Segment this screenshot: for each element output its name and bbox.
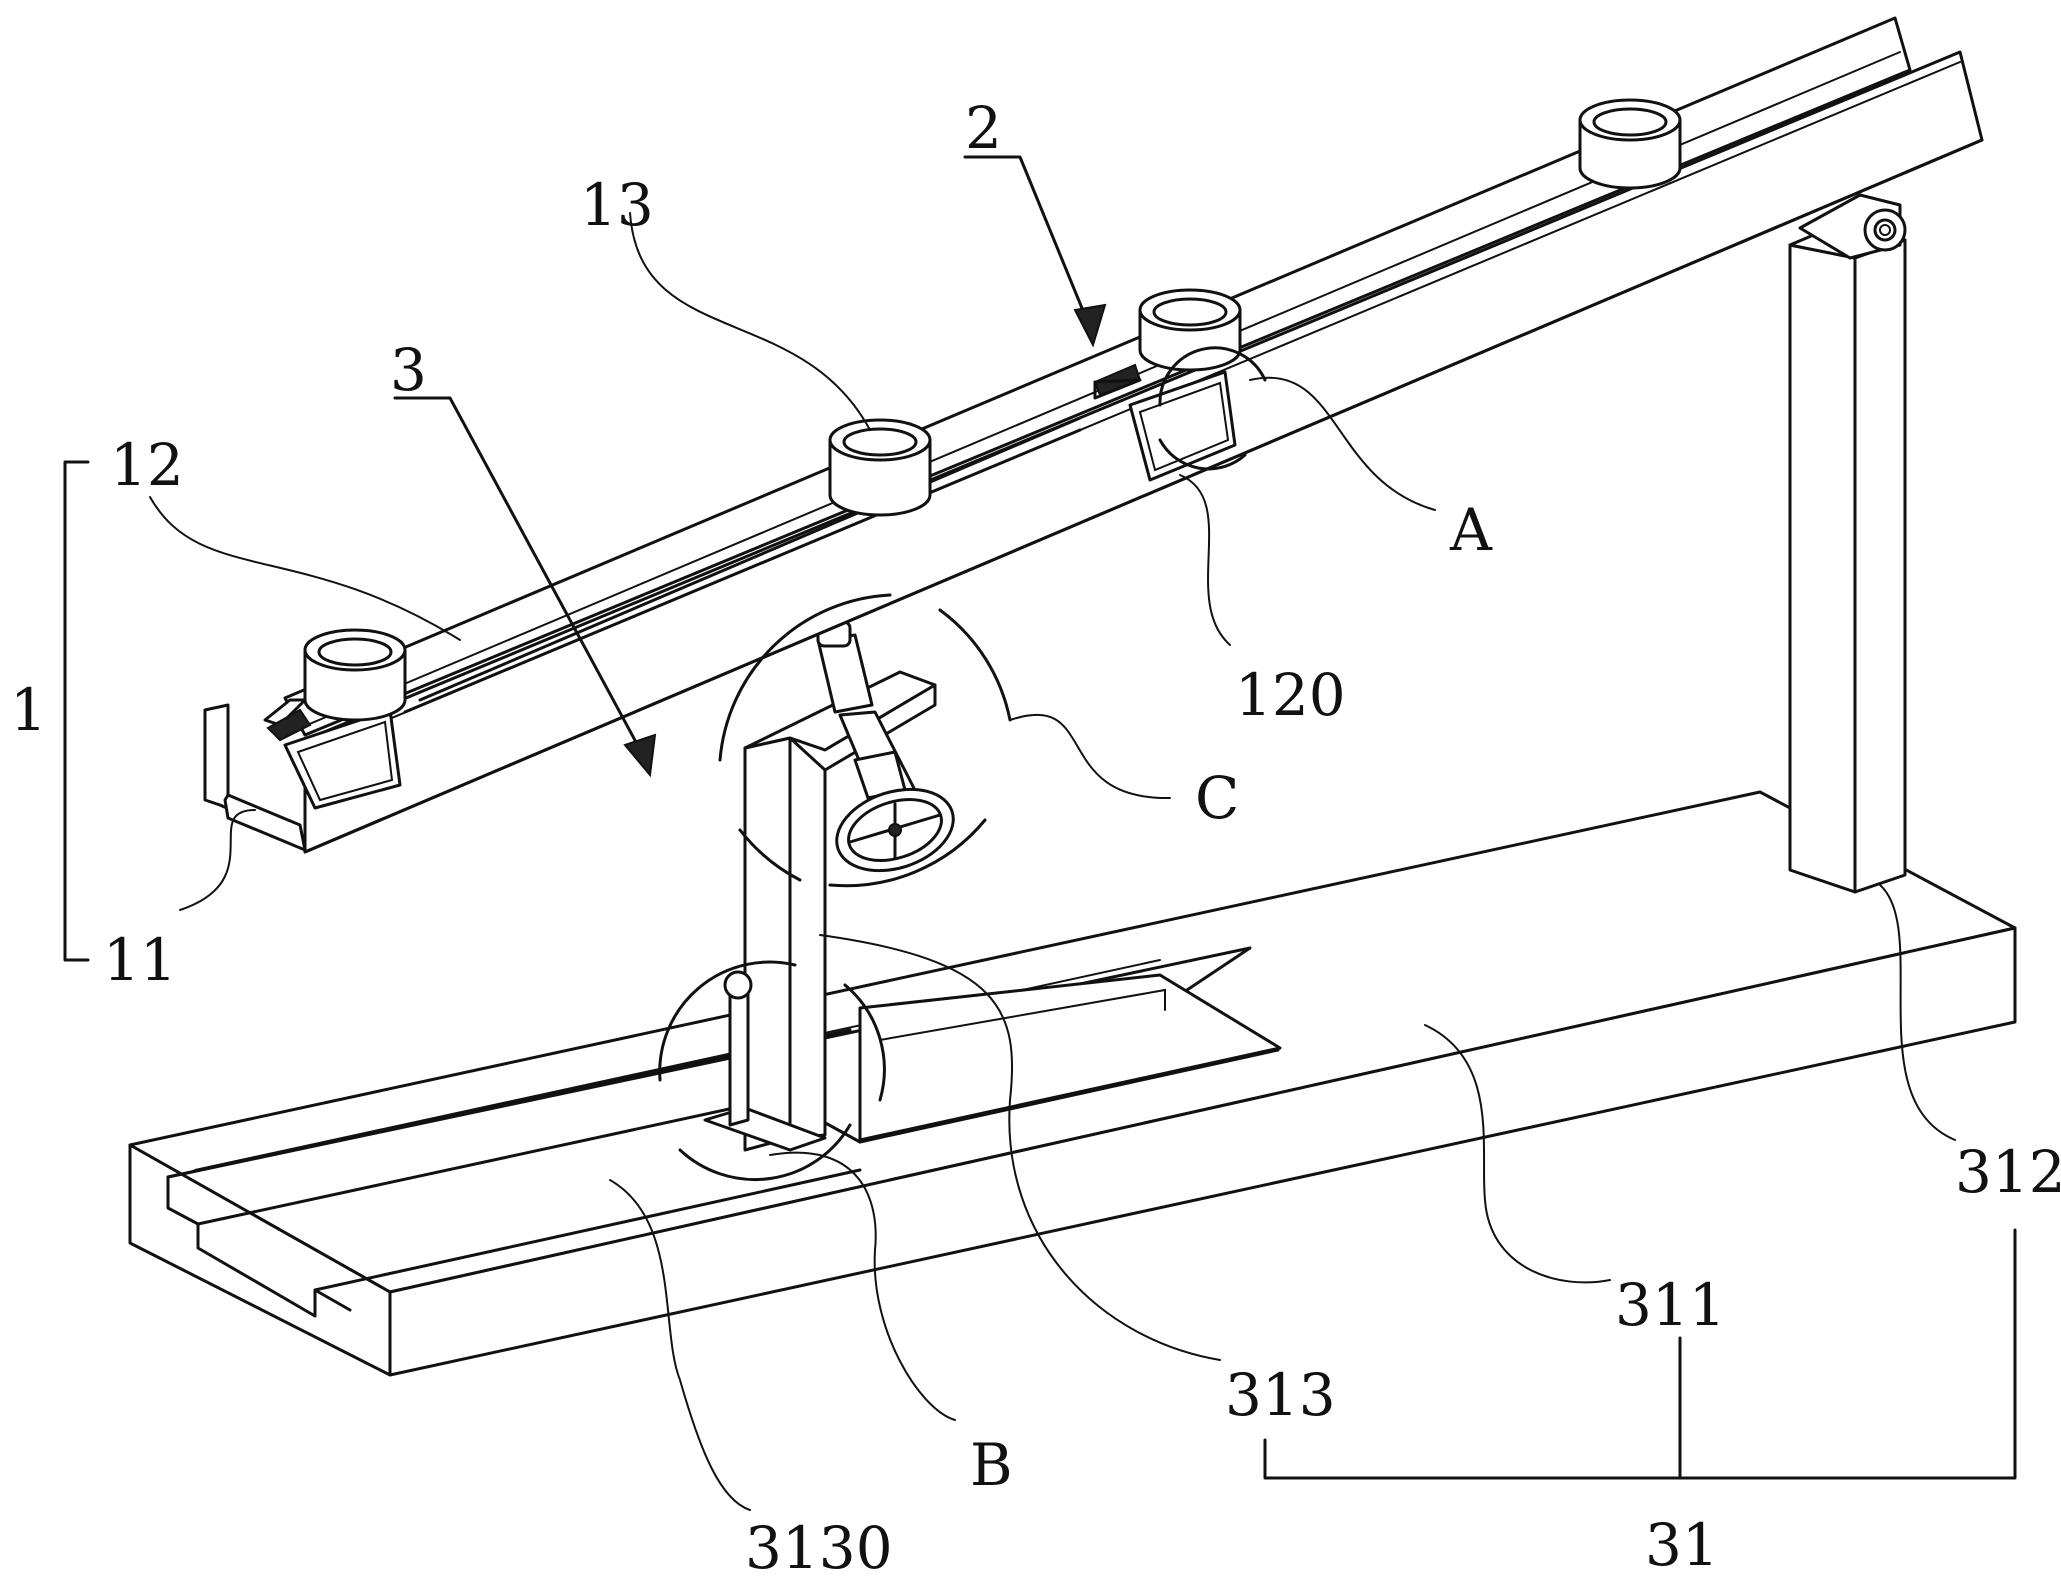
- label-C: C: [1195, 764, 1239, 832]
- label-311: 311: [1615, 1271, 1726, 1339]
- base-plate: [128, 790, 2017, 1377]
- incline-rail: [203, 16, 1984, 854]
- label-2: 2: [965, 94, 1002, 162]
- cup-holder-4: [1578, 98, 1682, 190]
- label-31: 31: [1645, 1511, 1719, 1579]
- label-313: 313: [1225, 1361, 1336, 1429]
- reference-labels: 1 12 11 13 3 2 A 120 C 312 311 313 B 31 …: [10, 94, 2061, 1581]
- cup-holder-3: [1138, 288, 1242, 372]
- cup-holder-2: [828, 418, 932, 517]
- screw-jack: [816, 620, 955, 873]
- label-120: 120: [1235, 661, 1346, 729]
- label-3130: 3130: [745, 1514, 893, 1581]
- detail-circle-a: [1158, 346, 1267, 471]
- rear-column: [1788, 193, 1907, 894]
- detail-circle-c: [718, 593, 1012, 888]
- label-B: B: [970, 1431, 1013, 1499]
- label-1: 1: [10, 676, 47, 744]
- leader-lines: [63, 155, 2017, 1511]
- label-3: 3: [390, 336, 427, 404]
- label-A: A: [1449, 496, 1493, 564]
- cup-holder-1: [303, 628, 407, 722]
- label-12: 12: [110, 431, 184, 499]
- label-11: 11: [103, 926, 177, 994]
- detail-circle-b: [658, 960, 886, 1181]
- label-13: 13: [580, 171, 654, 239]
- label-312: 312: [1955, 1138, 2061, 1206]
